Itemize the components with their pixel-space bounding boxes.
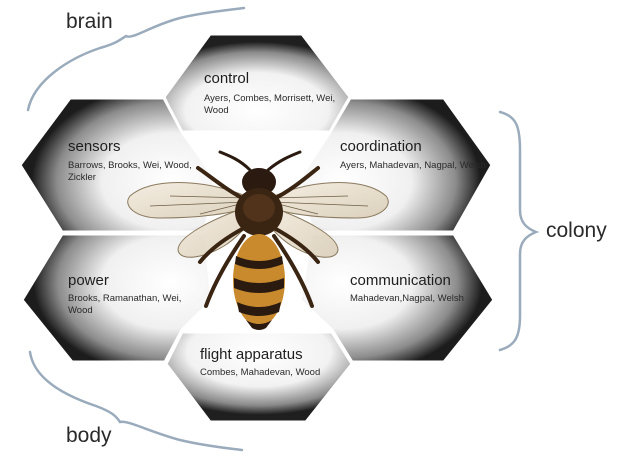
brace-label-body: body (66, 424, 112, 448)
brace-label-brain: brain (66, 10, 113, 34)
cell-sensors-names: Barrows, Brooks, Wei, Wood, Zickler (68, 160, 193, 183)
cell-communication-title: communication (350, 272, 451, 289)
brace-label-colony: colony (546, 219, 607, 243)
hex-control (164, 34, 350, 132)
cell-flight-title: flight apparatus (200, 346, 303, 363)
cell-control-names: Ayers, Combes, Morrisett, Wei, Wood (204, 93, 344, 116)
cell-sensors-title: sensors (68, 138, 121, 155)
cell-power-names: Brooks, Ramanathan, Wei, Wood (68, 293, 208, 316)
cell-control-title: control (204, 70, 249, 87)
cell-coordination-title: coordination (340, 138, 422, 155)
cell-power-title: power (68, 272, 109, 289)
brace-colony (500, 112, 536, 350)
cell-flight-names: Combes, Mahadevan, Wood (200, 367, 330, 379)
cell-coordination-names: Ayers, Mahadevan, Nagpal, Welsh (340, 160, 488, 172)
cell-communication-names: Mahadevan,Nagpal, Welsh (350, 293, 480, 305)
